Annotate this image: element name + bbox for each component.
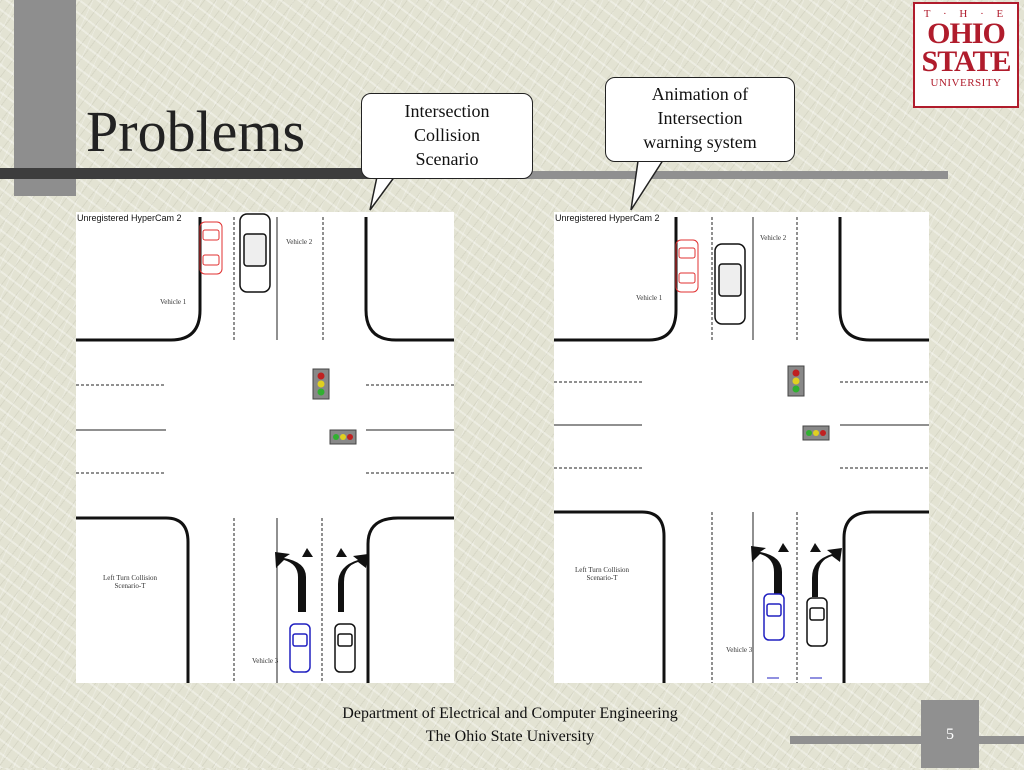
vehicle-1-label: Vehicle 1: [636, 294, 663, 302]
intersection-scenario-panel: Unregistered HyperCam 2: [76, 212, 454, 683]
vehicle-3-blue: [763, 593, 785, 641]
intersection-diagram: [76, 213, 454, 683]
scenario-label: Left Turn Collision Scenario-T: [574, 566, 630, 582]
callout-collision-scenario: Intersection Collision Scenario: [361, 93, 533, 179]
intersection-diagram: [554, 217, 929, 683]
vehicle-2-label: Vehicle 2: [760, 234, 787, 242]
page-number: 5: [921, 700, 979, 768]
vehicle-2: [714, 243, 746, 325]
vehicle-2: [239, 213, 271, 293]
vehicle-3-label: Vehicle 3: [252, 657, 279, 665]
traffic-light-horizontal: [329, 429, 357, 445]
title-underline-dark: [0, 168, 460, 179]
lane-arrows: [751, 543, 842, 597]
footer-university: The Ohio State University: [425, 728, 595, 745]
callout-warning-animation: Animation of Intersection warning system: [605, 77, 795, 162]
traffic-light-vertical: [787, 365, 805, 397]
vehicle-4: [806, 597, 828, 647]
vehicle-3-label: Vehicle 3: [726, 646, 753, 654]
footer: Department of Electrical and Computer En…: [270, 702, 750, 748]
slide-title: Problems: [86, 99, 306, 164]
traffic-light-horizontal: [802, 425, 830, 441]
hypercam-watermark: Unregistered HyperCam 2: [555, 213, 660, 223]
lane-arrows: [275, 548, 368, 612]
scenario-label: Left Turn Collision Scenario-T: [102, 574, 158, 590]
decorative-vertical-bar: [14, 0, 76, 196]
vehicle-3-blue: [289, 623, 311, 673]
warning-animation-panel: Unregistered HyperCam 2: [554, 212, 929, 683]
vehicle-1-label: Vehicle 1: [160, 298, 187, 306]
traffic-light-vertical: [312, 368, 330, 400]
vehicle-2-label: Vehicle 2: [286, 238, 313, 246]
hypercam-watermark: Unregistered HyperCam 2: [77, 213, 182, 223]
vehicle-1-red: [199, 221, 223, 275]
footer-bar: [790, 736, 1024, 744]
osu-logo: T · H · E OHIO STATE UNIVERSITY: [913, 2, 1019, 108]
footer-department: Department of Electrical and Computer En…: [342, 705, 678, 722]
vehicle-4: [334, 623, 356, 673]
vehicle-1-red: [675, 239, 699, 293]
